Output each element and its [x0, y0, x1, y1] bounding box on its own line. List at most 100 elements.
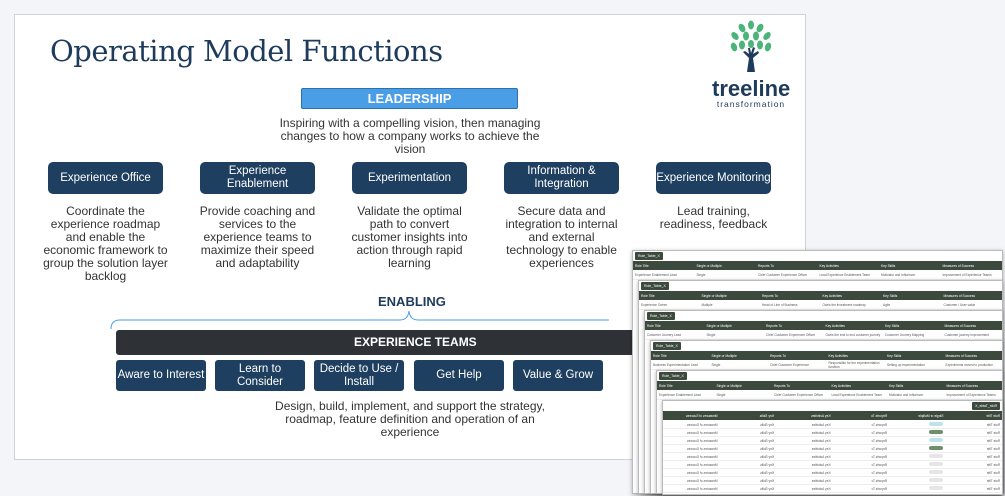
column-header[interactable]: Single or Multiple	[918, 413, 944, 418]
cell: Reports To	[871, 470, 887, 475]
function-description: Validate the optimal path to convert cus…	[351, 204, 468, 270]
cell: Measures of Success	[687, 478, 718, 483]
column-header[interactable]: Reports To	[871, 413, 887, 418]
sheet-tab[interactable]: Role_Table_X	[635, 252, 663, 260]
cell: Customer Journey Mapping	[885, 332, 925, 337]
cell: Reports To	[871, 486, 887, 491]
cell: Key Skills	[760, 478, 774, 483]
column-header[interactable]: Role Title	[986, 413, 1000, 418]
cell: Measures of Success	[687, 454, 718, 459]
cell: Experience Enablement Lead	[635, 272, 677, 277]
column-header[interactable]: Role Title	[647, 323, 661, 328]
cell: Measures of Success	[687, 486, 718, 491]
function-description: Secure data and integration to internal …	[505, 204, 618, 270]
sheet-header: Role Title Single or Multiple Reports To Ke…	[633, 261, 1002, 270]
column-header[interactable]: Single or Multiple	[716, 383, 742, 388]
cell: Key Activities	[811, 422, 831, 427]
cell: Role Title	[986, 422, 1000, 427]
cell: Responsible for the experimentation func…	[828, 360, 880, 369]
column-header[interactable]: Measures of Success	[943, 293, 976, 298]
column-header[interactable]: Key Activities	[822, 293, 842, 298]
cell: Key Activities	[811, 486, 831, 491]
stage-get-help: Get Help	[414, 360, 504, 391]
column-header[interactable]: Single or Multiple	[696, 263, 722, 268]
column-header[interactable]: Key Skills	[883, 293, 898, 298]
single-multiple-chip[interactable]	[889, 462, 946, 467]
page-title: Operating Model Functions	[50, 34, 443, 68]
function-information-integration: Information & Integration	[504, 162, 619, 194]
column-header[interactable]: Role Title	[635, 263, 649, 268]
column-header[interactable]: Measures of Success	[945, 353, 978, 358]
column-header[interactable]: Key Activities	[811, 413, 831, 418]
sheet-tab[interactable]: Role_Table_X	[641, 282, 669, 290]
cell: Key Skills	[760, 422, 774, 427]
cell: Key Skills	[760, 470, 774, 475]
cell: Key Activities	[811, 454, 831, 459]
cell: Experiments moved to production	[945, 362, 993, 367]
column-header[interactable]: Key Activities	[819, 263, 839, 268]
sheet-header: Role Title Single or Multiple Reports To Ke…	[639, 291, 1002, 300]
column-header[interactable]: Reports To	[774, 383, 790, 388]
cell: Head of Line of Business	[762, 302, 798, 307]
cell: Customer journey improvement	[944, 332, 989, 337]
column-header[interactable]: Role Title	[653, 353, 667, 358]
column-header[interactable]: Reports To	[770, 353, 786, 358]
cell: Chief Customer Experience Officer	[774, 392, 824, 397]
column-header[interactable]: Reports To	[766, 323, 782, 328]
single-multiple-chip[interactable]	[889, 470, 946, 475]
column-header[interactable]: Key Activities	[825, 323, 845, 328]
column-header[interactable]: Key Activities	[831, 383, 851, 388]
cell: Measures of Success	[687, 462, 718, 467]
cell: Improvement of Experience Teams	[946, 392, 996, 397]
column-header[interactable]: Key Skills	[889, 383, 904, 388]
column-header[interactable]: Key Skills	[881, 263, 896, 268]
enabling-bracket	[110, 310, 609, 330]
cell: Reports To	[871, 438, 887, 443]
cell: Agile	[883, 302, 891, 307]
cell: Single	[696, 272, 706, 277]
sheet-tab[interactable]: Role_Table_X	[972, 402, 1000, 410]
column-header[interactable]: Key Skills	[759, 413, 774, 418]
column-header[interactable]: Measures of Success	[946, 383, 979, 388]
column-header[interactable]: Single or Multiple	[701, 293, 727, 298]
cell: Role Title	[986, 446, 1000, 451]
column-header[interactable]: Measures of Success	[685, 413, 718, 418]
cell: Measures of Success	[687, 430, 718, 435]
column-header[interactable]: Key Activities	[828, 353, 848, 358]
single-multiple-chip[interactable]	[889, 486, 946, 491]
cell: Key Skills	[760, 438, 774, 443]
cell: Role Title	[986, 430, 1000, 435]
sheet-tab[interactable]: Role_Table_X	[653, 342, 681, 350]
column-header[interactable]: Key Skills	[887, 353, 902, 358]
column-header[interactable]: Single or Multiple	[706, 323, 732, 328]
function-experience-enablement: Experience Enablement	[200, 162, 315, 194]
single-multiple-chip[interactable]	[889, 430, 946, 435]
column-header[interactable]: Role Title	[659, 383, 673, 388]
column-header[interactable]: Reports To	[762, 293, 778, 298]
column-header[interactable]: Measures of Success	[944, 323, 977, 328]
single-multiple-chip[interactable]	[889, 478, 946, 483]
single-multiple-chip[interactable]	[889, 446, 946, 451]
column-header[interactable]: Measures of Success	[942, 263, 975, 268]
cell: Key Skills	[760, 462, 774, 467]
function-experimentation: Experimentation	[352, 162, 467, 194]
sheet-tab[interactable]: Role_Table_X	[647, 312, 675, 320]
cell: Role Title	[986, 462, 1000, 467]
cell: Setting up experimentation	[887, 362, 925, 367]
column-header[interactable]: Single or Multiple	[711, 353, 737, 358]
cell: Key Activities	[811, 446, 831, 451]
cell: Motivator and Influencer	[881, 272, 916, 277]
column-header[interactable]: Key Skills	[885, 323, 900, 328]
single-multiple-chip[interactable]	[889, 438, 946, 443]
sheet-tab[interactable]: Role_Table_X	[659, 372, 687, 380]
column-header[interactable]: Role Title	[641, 293, 655, 298]
single-multiple-chip[interactable]	[889, 422, 946, 427]
column-header[interactable]: Reports To	[758, 263, 774, 268]
cell: Multiple	[701, 302, 713, 307]
single-multiple-chip[interactable]	[889, 454, 946, 459]
